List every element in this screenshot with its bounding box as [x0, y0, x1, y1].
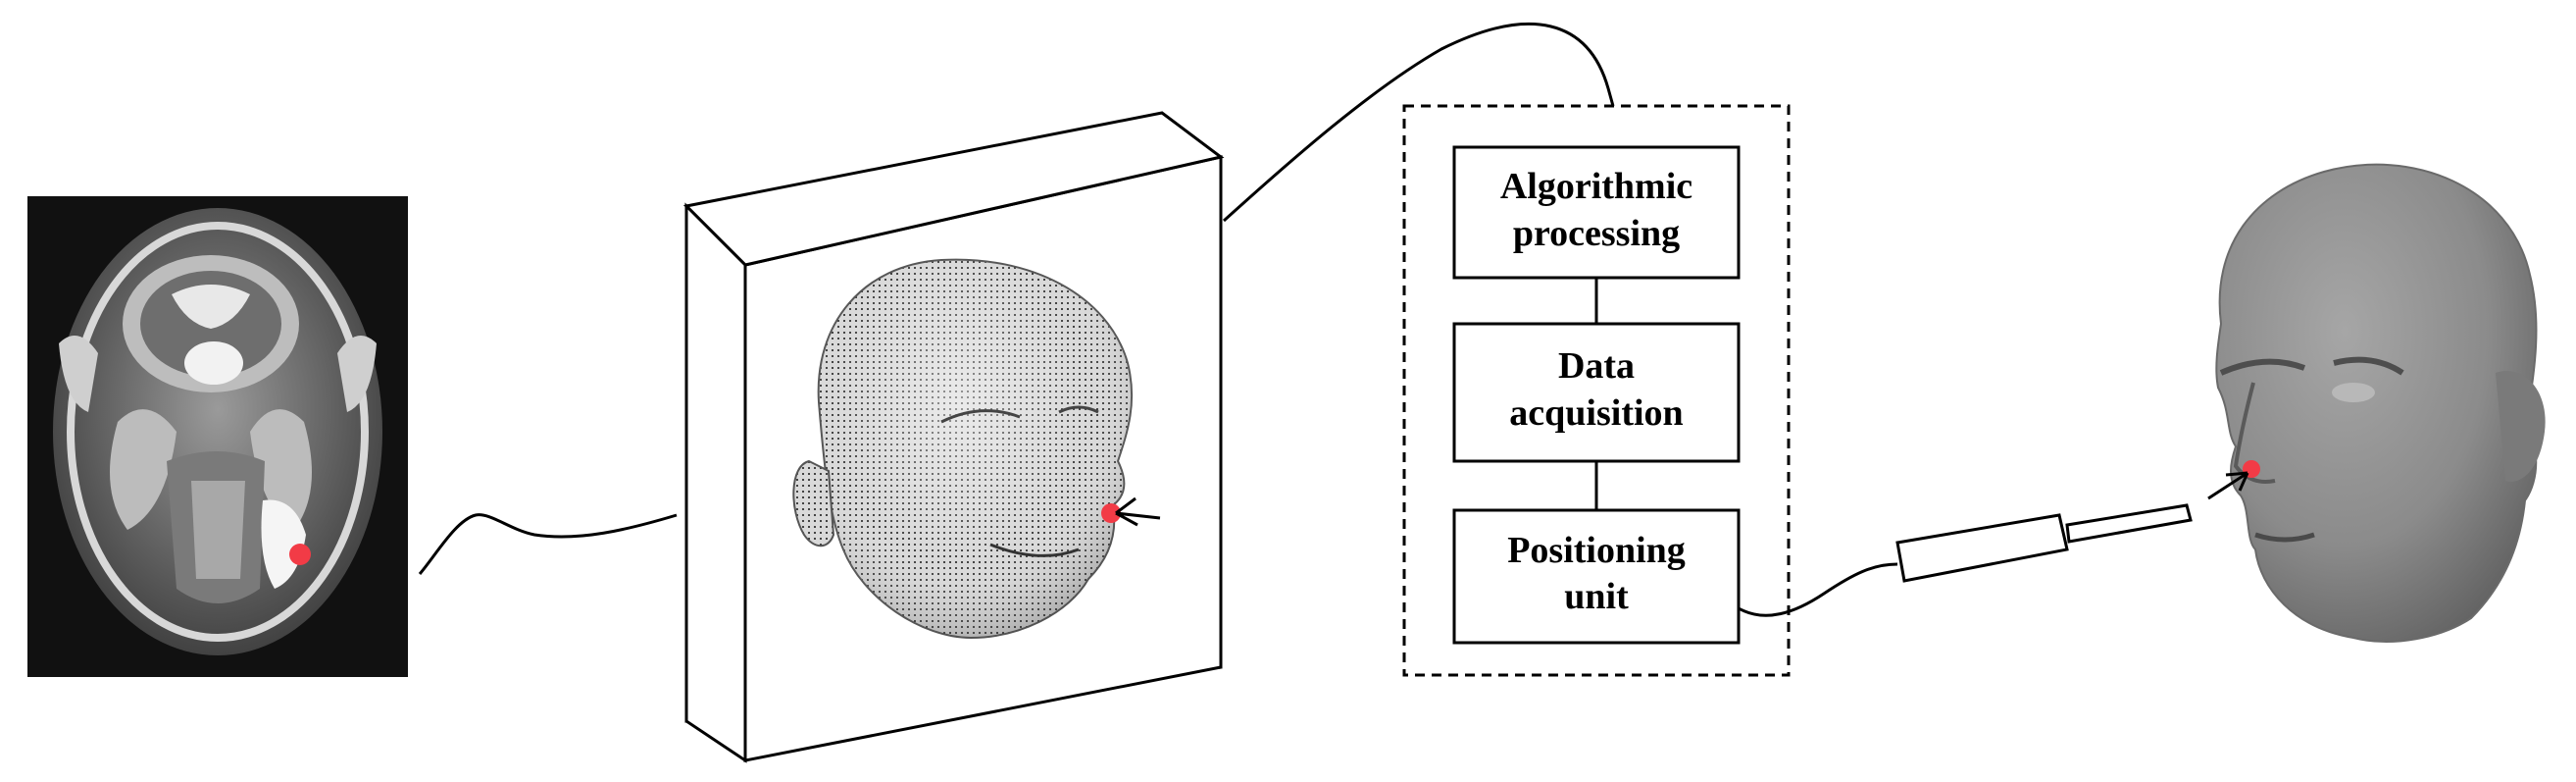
probe-device: [1895, 503, 2193, 583]
cable-mri-to-display: [418, 513, 678, 575]
patient-head-model: [2207, 163, 2546, 643]
cable-display-to-processor: [1222, 22, 1615, 223]
processing-unit: Algorithmic processing Data acquisition …: [1402, 104, 1791, 677]
block-label-line: acquisition: [1509, 392, 1683, 434]
block-algorithmic-processing: Algorithmic processing: [1452, 145, 1741, 280]
block-label-line: unit: [1564, 576, 1629, 617]
block-label-line: Positioning: [1507, 530, 1686, 571]
block-positioning-unit: Positioning unit: [1452, 508, 1741, 645]
block-label-line: processing: [1513, 213, 1680, 254]
block-label-line: Data: [1558, 345, 1635, 387]
mri-slice-image: [27, 196, 408, 677]
cable-positioning-to-probe: [1738, 562, 1898, 617]
block-label-line: Algorithmic: [1500, 166, 1692, 207]
mri-target-marker: [289, 544, 311, 565]
block-data-acquisition: Data acquisition: [1452, 322, 1741, 463]
patient-arrow-icon: [2207, 471, 2249, 500]
mesh-target-marker: [1101, 503, 1121, 523]
mesh-head-model: [792, 258, 1161, 640]
mesh-arrow-icon: [1115, 496, 1161, 527]
